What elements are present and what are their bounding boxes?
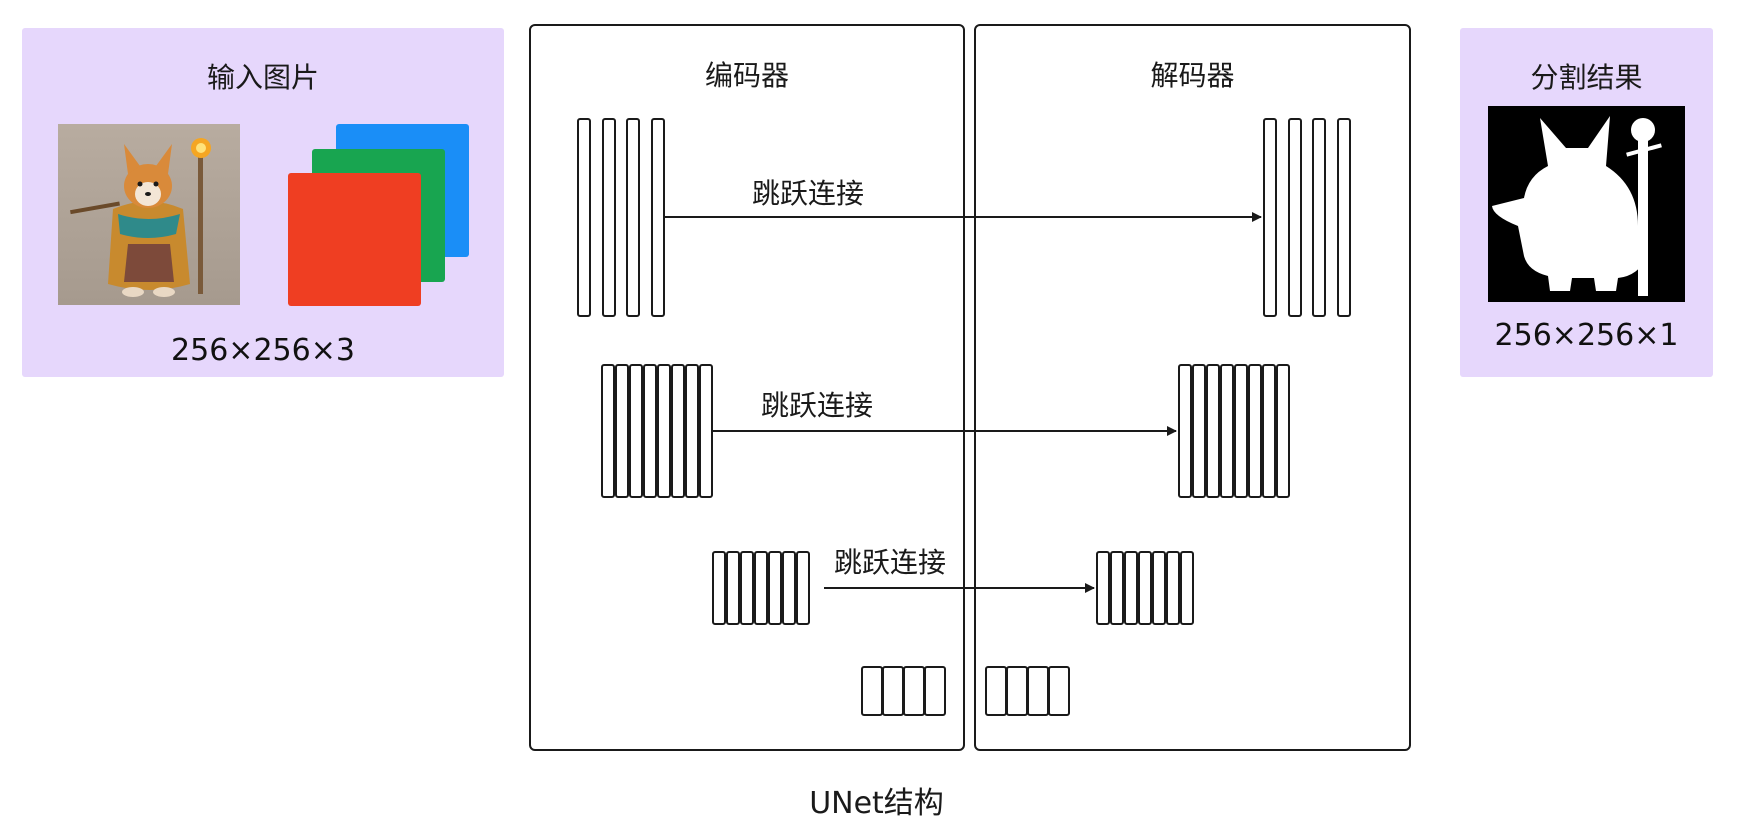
feature-channel: [1124, 551, 1138, 625]
feature-channel: [1337, 118, 1351, 317]
feature-channel: [924, 666, 946, 716]
input-panel-title: 输入图片: [206, 61, 319, 94]
input-dims: 256×256×3: [171, 333, 355, 368]
feature-channel: [1248, 364, 1262, 498]
feature-channel: [629, 364, 643, 498]
feature-channel: [685, 364, 699, 498]
encoder-box: 编码器: [529, 24, 965, 751]
feature-channel: [1276, 364, 1290, 498]
diagram-caption: UNet结构: [809, 786, 944, 821]
feature-channel: [1312, 118, 1326, 317]
input-image: [58, 124, 240, 305]
feature-channel: [1206, 364, 1220, 498]
output-panel: 分割结果 256×256×1: [1460, 28, 1713, 377]
decoder-box: 解码器: [974, 24, 1411, 751]
feature-channel: [1152, 551, 1166, 625]
feature-channel: [577, 118, 591, 317]
feature-channel: [1048, 666, 1070, 716]
encoder-title: 编码器: [704, 59, 789, 92]
feature-channel: [602, 118, 616, 317]
feature-channel: [651, 118, 665, 317]
feature-channel: [1138, 551, 1152, 625]
feature-channel: [615, 364, 629, 498]
feature-channel: [643, 364, 657, 498]
feature-channel: [740, 551, 754, 625]
feature-channel: [1220, 364, 1234, 498]
feature-channel: [626, 118, 640, 317]
feature-channel: [1110, 551, 1124, 625]
feature-channel: [782, 551, 796, 625]
feature-channel: [796, 551, 810, 625]
skip-label-3: 跳跃连接: [834, 546, 947, 579]
feature-channel: [1262, 364, 1276, 498]
feature-channel: [1096, 551, 1110, 625]
feature-channel: [1166, 551, 1180, 625]
feature-channel: [1180, 551, 1194, 625]
feature-channel: [712, 551, 726, 625]
segmentation-mask: [1488, 106, 1685, 302]
feature-channel: [1263, 118, 1277, 317]
feature-channel: [754, 551, 768, 625]
feature-channel: [1192, 364, 1206, 498]
feature-channel: [1288, 118, 1302, 317]
output-dims: 256×256×1: [1494, 318, 1679, 353]
feature-channel: [601, 364, 615, 498]
feature-channel: [657, 364, 671, 498]
feature-channel: [1178, 364, 1192, 498]
input-panel: 输入图片: [22, 28, 504, 377]
feature-channel: [1234, 364, 1248, 498]
feature-channel: [671, 364, 685, 498]
feature-channel: [699, 364, 713, 498]
decoder-title: 解码器: [1150, 59, 1235, 92]
output-panel-title: 分割结果: [1530, 61, 1643, 94]
skip-label-2: 跳跃连接: [761, 389, 874, 422]
feature-channel: [768, 551, 782, 625]
skip-label-1: 跳跃连接: [752, 177, 865, 210]
channel-red-square: [288, 173, 421, 306]
feature-channel: [726, 551, 740, 625]
